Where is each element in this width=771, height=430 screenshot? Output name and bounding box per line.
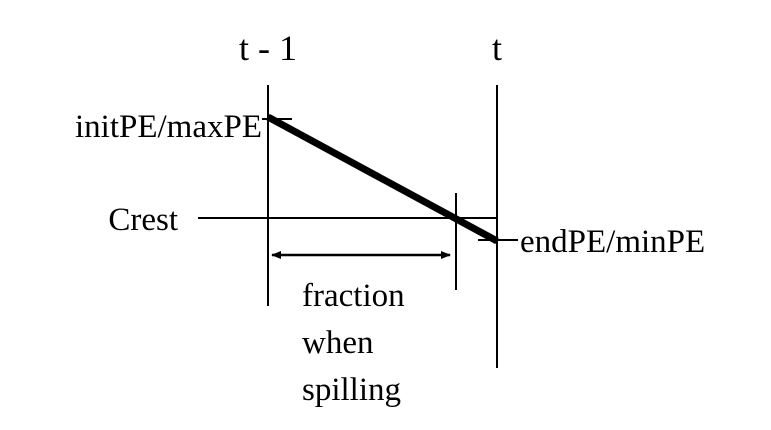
pe-decline-line bbox=[266, 113, 499, 245]
label-end-pe: endPE/minPE bbox=[520, 224, 705, 260]
label-t-minus-1: t - 1 bbox=[239, 28, 297, 68]
label-fraction: fraction bbox=[302, 278, 405, 314]
label-spilling: spilling bbox=[302, 372, 401, 408]
label-crest: Crest bbox=[108, 202, 178, 238]
label-init-pe: initPE/maxPE bbox=[75, 109, 262, 145]
label-t: t bbox=[492, 28, 502, 68]
label-when: when bbox=[302, 325, 373, 361]
